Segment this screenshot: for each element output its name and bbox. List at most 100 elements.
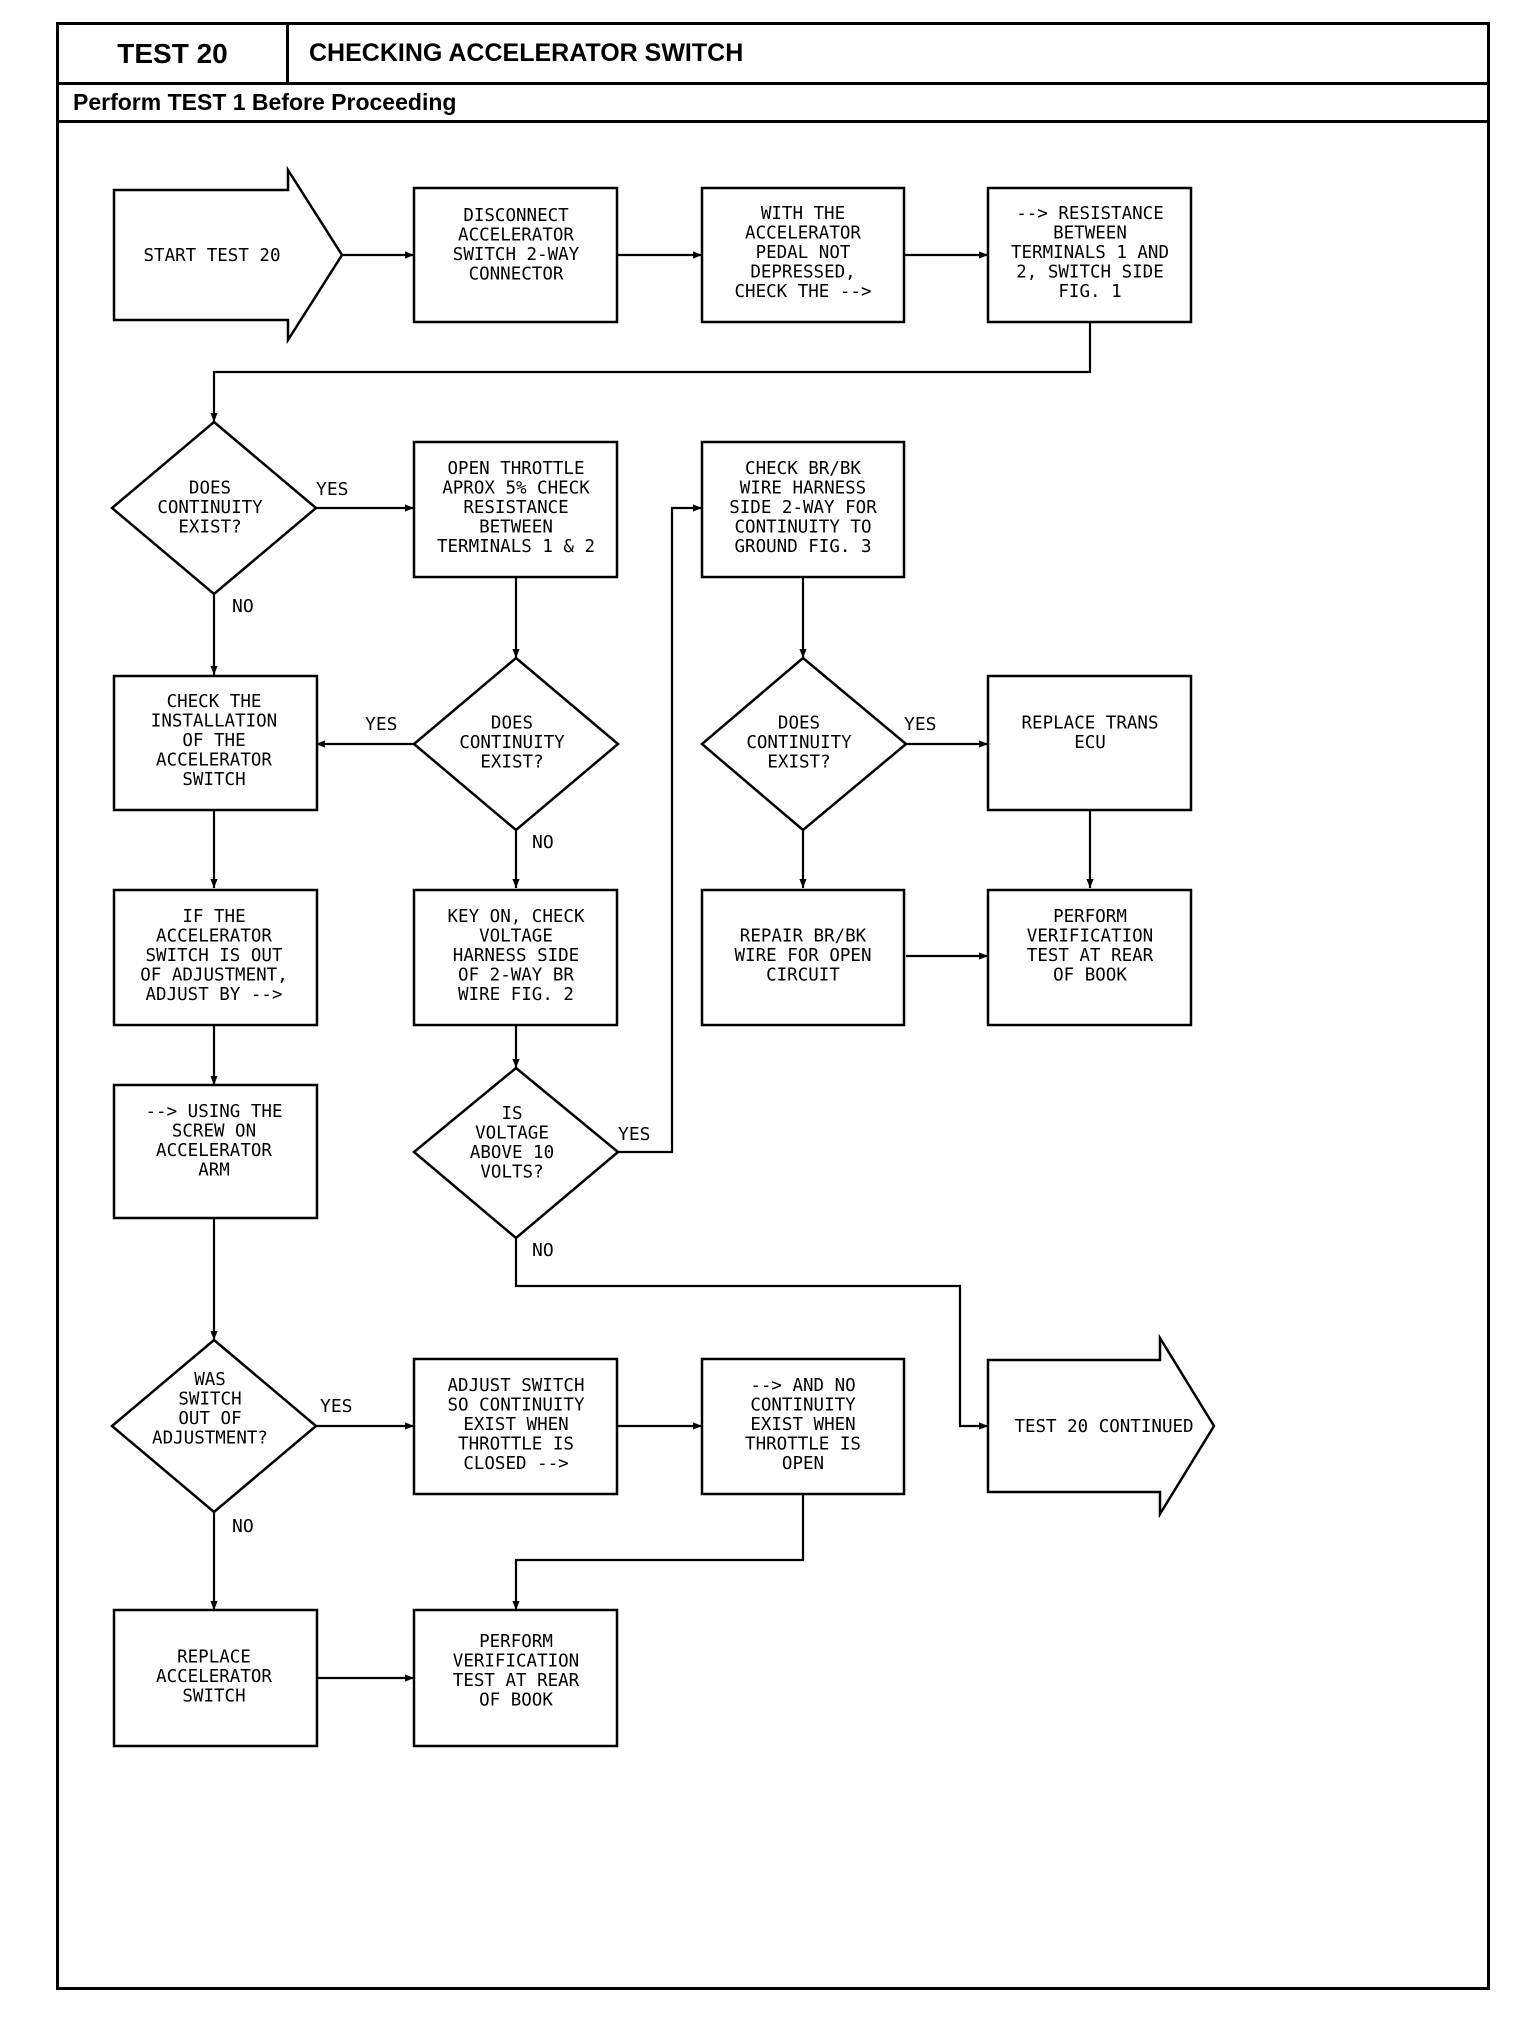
- node-text-line: OPEN: [782, 1454, 824, 1474]
- node-text-line: REPLACE TRANS: [1022, 713, 1159, 733]
- yes-label-4: YES: [618, 1124, 651, 1145]
- node-text-line: TEST AT REAR: [1027, 946, 1154, 966]
- node-text-line: OF BOOK: [1053, 965, 1127, 985]
- node-text-line: OF THE: [182, 731, 245, 751]
- no-label-4: NO: [532, 1240, 554, 1261]
- node-text-line: TERMINALS 1 AND: [1011, 243, 1169, 263]
- node-text-line: CHECK THE: [167, 692, 262, 712]
- node-text-line: SCREW ON: [172, 1121, 256, 1141]
- node-text-line: OUT OF: [178, 1409, 241, 1429]
- node-text-line: BETWEEN: [1053, 224, 1127, 244]
- arrow-voltage-no: [514, 1238, 988, 1430]
- node-text-line: CONTINUITY: [157, 498, 263, 518]
- no-label-1: NO: [232, 596, 254, 617]
- node-text-line: DOES: [491, 714, 533, 734]
- node-text-line: ABOVE 10: [470, 1143, 554, 1163]
- node-text-line: TEST 20 CONTINUED: [1014, 1417, 1193, 1437]
- node-text-line: CHECK BR/BK: [745, 459, 861, 479]
- yes-label-3: YES: [904, 714, 937, 735]
- node-text-line: SWITCH IS OUT: [146, 946, 283, 966]
- node-text-line: START TEST 20: [144, 246, 281, 266]
- node-text-line: CONTINUITY: [459, 733, 565, 753]
- node-text-line: CONNECTOR: [469, 264, 564, 284]
- node-text-line: CONTINUITY: [746, 733, 852, 753]
- node-text-line: FIG. 1: [1058, 282, 1121, 302]
- node-text-line: --> RESISTANCE: [1016, 204, 1164, 224]
- node-text-line: WIRE FOR OPEN: [735, 946, 872, 966]
- node-text-line: ACCELERATOR: [458, 225, 574, 245]
- node-text-line: PERFORM: [1053, 907, 1127, 927]
- yes-label-5: YES: [320, 1396, 353, 1417]
- node-text-line: OPEN THROTTLE: [448, 459, 585, 479]
- connectors: [210, 251, 1094, 1682]
- node-text-line: ACCELERATOR: [156, 1667, 272, 1687]
- prerequisite-bar: Perform TEST 1 Before Proceeding: [59, 85, 1487, 123]
- node-text-line: THROTTLE IS: [745, 1435, 861, 1455]
- node-text-line: VOLTAGE: [475, 1123, 549, 1143]
- node-text-line: INSTALLATION: [151, 712, 277, 732]
- yes-label-1: YES: [316, 479, 349, 500]
- node-text-line: IS: [501, 1104, 522, 1124]
- node-text-line: DEPRESSED,: [750, 263, 855, 283]
- start-text: START TEST 20: [144, 246, 281, 266]
- node-text-line: ADJUST BY -->: [146, 985, 283, 1005]
- node-text-line: TERMINALS 1 & 2: [437, 537, 595, 557]
- node-text-line: ACCELERATOR: [156, 751, 272, 771]
- node-text-line: --> AND NO: [750, 1376, 855, 1396]
- node-text-line: EXIST?: [767, 753, 830, 773]
- node-text-line: PERFORM: [479, 1632, 553, 1652]
- node-text-line: VERIFICATION: [453, 1651, 579, 1671]
- prerequisite-note: Perform TEST 1 Before Proceeding: [73, 89, 457, 115]
- node-text-line: OF 2-WAY BR: [458, 966, 574, 986]
- node-text-line: BETWEEN: [479, 518, 553, 538]
- node-text-line: SWITCH: [182, 770, 245, 790]
- node-text-line: ARM: [198, 1160, 230, 1180]
- continued-arrow: TEST 20 CONTINUED: [986, 1333, 1216, 1519]
- node-text-line: OF ADJUSTMENT,: [140, 966, 288, 986]
- no-label-5: NO: [232, 1516, 254, 1537]
- node-text-line: WIRE FIG. 2: [458, 985, 574, 1005]
- node-text-line: CONTINUITY: [750, 1396, 856, 1416]
- node-text-line: CHECK THE -->: [735, 282, 872, 302]
- node-text-line: OF BOOK: [479, 1690, 553, 1710]
- arrow-resistance-to-continuity-1: [210, 322, 1092, 422]
- node-text-line: GROUND FIG. 3: [735, 537, 872, 557]
- node-text-line: CONTINUITY TO: [735, 518, 872, 538]
- node-text-line: ECU: [1074, 733, 1106, 753]
- node-text-line: CIRCUIT: [766, 966, 840, 986]
- node-text-line: WITH THE: [761, 204, 845, 224]
- node-text-line: REPLACE: [177, 1648, 251, 1668]
- page-frame: TEST 20 CHECKING ACCELERATOR SWITCH Perf…: [56, 22, 1490, 1990]
- node-text-line: SWITCH: [178, 1389, 241, 1409]
